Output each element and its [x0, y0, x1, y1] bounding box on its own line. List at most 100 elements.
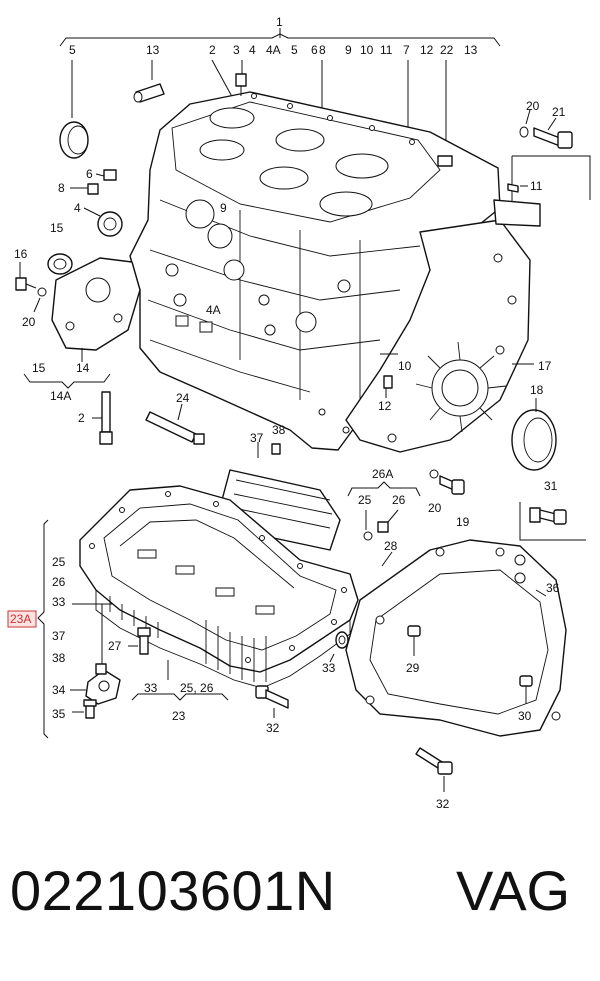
callout-27: 27 — [108, 639, 122, 653]
side-group: 25 26 33 37 38 23A — [7, 555, 66, 665]
sensor-13 — [133, 83, 165, 103]
header-callout-4: 4 — [249, 43, 256, 57]
header-callout-6: 6 — [311, 43, 318, 57]
plug-26 — [377, 521, 389, 533]
callout-35: 35 — [52, 707, 66, 721]
bolt-3 — [235, 73, 247, 96]
plugs-6-8 — [70, 169, 117, 195]
callout-36: 36 — [546, 581, 560, 595]
callout-8: 8 — [58, 181, 65, 195]
callout-14: 14 — [76, 361, 90, 375]
dowel-30 — [519, 675, 533, 687]
oil-pan-23 — [79, 485, 359, 689]
group-label-1: 1 — [276, 15, 283, 29]
part-number: 022103601N — [10, 859, 336, 922]
oil-level-sensor-34 — [70, 604, 121, 705]
header-callout-9: 9 — [345, 43, 352, 57]
header-callout-12: 12 — [420, 43, 434, 57]
callout-19: 19 — [456, 515, 470, 529]
header-callout-8: 8 — [319, 43, 326, 57]
callout-9: 9 — [220, 201, 227, 215]
bolt-21-assembly — [519, 109, 573, 149]
highlight-label-23a: 23A — [10, 612, 31, 626]
callout-38: 38 — [272, 423, 286, 437]
bolt-35 — [72, 699, 97, 719]
callout-20: 20 — [526, 99, 540, 113]
header-callout-5: 5 — [69, 43, 76, 57]
cylinder-bore — [209, 107, 255, 129]
washer-20 — [37, 287, 47, 297]
callout-labels: 20 21 6 8 4 9 11 15 16 20 4A 10 17 18 12… — [14, 99, 566, 811]
bracket-26a — [347, 481, 421, 541]
highlight-box-23a — [7, 610, 37, 628]
bracket-14a — [23, 348, 111, 389]
callout-26: 26 — [392, 493, 406, 507]
bolt-19 — [429, 469, 465, 495]
callout-23: 23 — [172, 709, 186, 723]
side-item-25: 25 — [52, 555, 66, 569]
cylinder-bore — [275, 128, 325, 152]
callout-34: 34 — [52, 683, 66, 697]
cylinder-bore — [335, 153, 389, 179]
callout-15-bracket: 15 — [32, 361, 46, 375]
callout-12: 12 — [378, 399, 392, 413]
header-callout-7: 7 — [403, 43, 410, 57]
callout-14a: 14A — [50, 389, 71, 403]
header-callout-22: 22 — [440, 43, 454, 57]
cylinder-bore — [199, 139, 245, 161]
callout-26a: 26A — [372, 467, 393, 481]
callout-6: 6 — [86, 167, 93, 181]
callout-4a: 4A — [206, 303, 221, 317]
callout-31: 31 — [544, 479, 558, 493]
callout-17: 17 — [538, 359, 552, 373]
engine-block — [129, 91, 501, 451]
bracket-23 — [131, 660, 229, 701]
dowel-12 — [383, 375, 393, 398]
side-item-26: 26 — [52, 575, 66, 589]
callout-18: 18 — [530, 383, 544, 397]
drain-plug-33 — [329, 631, 349, 663]
callout-21: 21 — [552, 105, 566, 119]
intermediate-plate-28 — [345, 539, 567, 737]
bolt-32-pan — [255, 685, 289, 718]
bolt-2 — [92, 391, 113, 445]
header-callout-2: 2 — [209, 43, 216, 57]
bolt-32-plate — [415, 747, 453, 792]
callout-25: 25 — [358, 493, 372, 507]
seal-18 — [511, 398, 557, 471]
callout-32-plate: 32 — [436, 797, 450, 811]
callout-2: 2 — [78, 411, 85, 425]
callout-11: 11 — [530, 179, 543, 193]
bolt-16 — [15, 277, 27, 291]
cylinder-bore — [319, 191, 373, 217]
header-callout-5: 5 — [291, 43, 298, 57]
callout-15: 15 — [50, 221, 64, 235]
callout-29: 29 — [406, 661, 420, 675]
callout-33-bracket: 33 — [144, 681, 158, 695]
callout-10: 10 — [398, 359, 412, 373]
bolt-27 — [128, 627, 151, 655]
plug-12-top — [437, 155, 453, 167]
side-item-33: 33 — [52, 595, 66, 609]
header-callout-4a: 4A — [266, 43, 281, 57]
callout-25-26: 25, 26 — [180, 681, 214, 695]
side-item-37: 37 — [52, 629, 66, 643]
callout-16: 16 — [14, 247, 28, 261]
header-callout-10: 10 — [360, 43, 374, 57]
dowel-29 — [407, 625, 421, 637]
brand-label: VAG — [456, 859, 571, 922]
callout-28: 28 — [384, 539, 398, 553]
rear-flange — [345, 219, 531, 453]
callout-33-drain: 33 — [322, 661, 336, 675]
seal-15 — [47, 253, 73, 275]
callout-20-left: 20 — [22, 315, 36, 329]
callout-24: 24 — [176, 391, 190, 405]
cover-plug-5 — [59, 121, 89, 159]
callout-20-right: 20 — [428, 501, 442, 515]
callout-4: 4 — [74, 201, 81, 215]
header-callout-13: 13 — [146, 43, 160, 57]
callout-37: 37 — [250, 431, 264, 445]
side-item-38: 38 — [52, 651, 66, 665]
callout-30: 30 — [518, 709, 532, 723]
